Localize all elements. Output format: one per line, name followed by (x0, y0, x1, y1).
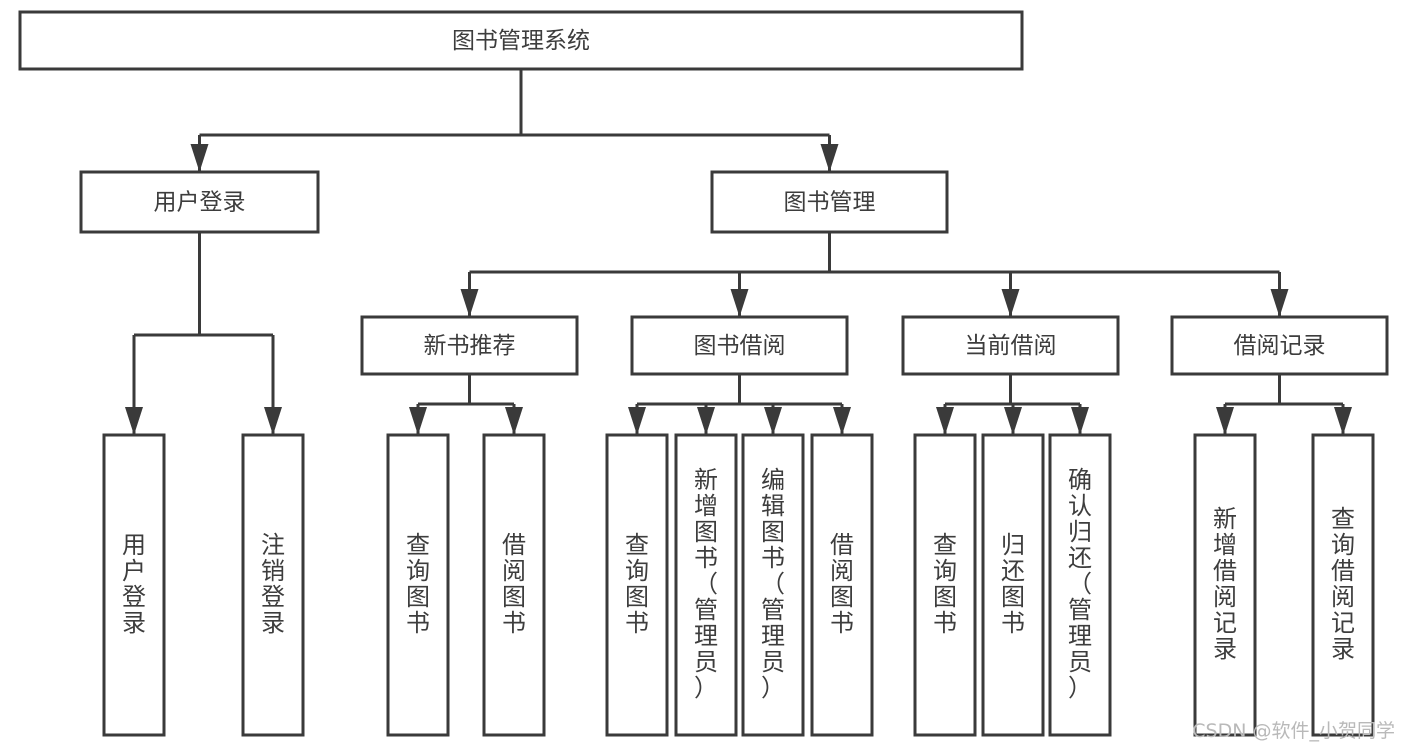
arrow-head-icon (1004, 407, 1022, 435)
edge-group-root (190, 69, 839, 172)
arrow-head-icon (697, 407, 715, 435)
node-box-leaf-borrow-borrow-book (810, 433, 874, 737)
node-box-leaf-rec-borrow-book (482, 433, 546, 737)
node-box-book-borrow (630, 315, 849, 376)
arrow-head-icon (628, 407, 646, 435)
node-box-leaf-borrow-edit-book (741, 433, 805, 737)
arrow-head-icon (764, 407, 782, 435)
arrow-head-icon (409, 407, 427, 435)
node-leaf-borrow-edit-book[interactable] (741, 433, 805, 737)
arrow-head-icon (820, 144, 839, 172)
node-box-leaf-borrow-query-book (605, 433, 669, 737)
node-root[interactable]: 图书管理系统 (18, 10, 1024, 71)
arrow-head-icon (833, 407, 851, 435)
arrow-head-icon (190, 144, 209, 172)
node-box-user-login (79, 170, 320, 234)
node-user-login[interactable]: 用户登录 (79, 170, 320, 234)
node-box-leaf-rec-query-record (1311, 433, 1375, 737)
node-leaf-rec-query-book[interactable] (386, 433, 450, 737)
node-box-borrow-record (1170, 315, 1389, 376)
edge-group-book-borrow (628, 374, 851, 435)
edge-group-book-manage (460, 232, 1289, 317)
node-box-leaf-rec-query-book (386, 433, 450, 737)
edge-group-current-borrow (936, 374, 1089, 435)
node-box-book-manage (710, 170, 949, 234)
node-new-book-rec[interactable]: 新书推荐 (360, 315, 579, 376)
arrow-head-icon (505, 407, 523, 435)
node-label-borrow-record: 借阅记录 (1234, 333, 1326, 359)
node-leaf-cur-query-book[interactable] (913, 433, 977, 737)
edges-layer (125, 69, 1352, 435)
node-current-borrow[interactable]: 当前借阅 (901, 315, 1120, 376)
node-box-leaf-borrow-add-book (674, 433, 738, 737)
arrow-head-icon (730, 289, 749, 317)
node-box-leaf-user-logout (241, 433, 305, 737)
arrow-head-icon (1334, 407, 1352, 435)
node-leaf-borrow-borrow-book[interactable] (810, 433, 874, 737)
node-leaf-rec-query-record[interactable] (1311, 433, 1375, 737)
arrow-head-icon (1001, 289, 1020, 317)
node-box-new-book-rec (360, 315, 579, 376)
node-box-root (18, 10, 1024, 71)
node-leaf-borrow-add-book[interactable] (674, 433, 738, 737)
node-box-leaf-cur-confirm-return (1048, 433, 1112, 737)
node-box-current-borrow (901, 315, 1120, 376)
node-label-current-borrow: 当前借阅 (965, 333, 1057, 359)
arrow-head-icon (1216, 407, 1234, 435)
node-leaf-rec-borrow-book[interactable] (482, 433, 546, 737)
node-label-new-book-rec: 新书推荐 (424, 333, 516, 359)
node-label-user-login: 用户登录 (154, 190, 246, 216)
arrow-head-icon (460, 289, 479, 317)
watermark-text: CSDN @软件_小贺同学 (1192, 720, 1395, 742)
arrow-head-icon (125, 407, 143, 435)
node-box-leaf-user-login (102, 433, 166, 737)
node-label-root: 图书管理系统 (452, 28, 590, 54)
node-label-book-manage: 图书管理 (784, 190, 876, 216)
node-book-borrow[interactable]: 图书借阅 (630, 315, 849, 376)
node-box-leaf-cur-query-book (913, 433, 977, 737)
node-box-leaf-cur-return-book (981, 433, 1045, 737)
edge-group-borrow-record (1216, 374, 1352, 435)
node-leaf-rec-add-record[interactable] (1193, 433, 1257, 737)
arrow-head-icon (1071, 407, 1089, 435)
arrow-head-icon (936, 407, 954, 435)
arrow-head-icon (1270, 289, 1289, 317)
arrow-head-icon (264, 407, 282, 435)
node-box-leaf-rec-add-record (1193, 433, 1257, 737)
edge-group-user-login (125, 232, 282, 435)
edge-group-new-book-rec (409, 374, 523, 435)
node-leaf-borrow-query-book[interactable] (605, 433, 669, 737)
node-leaf-user-logout[interactable] (241, 433, 305, 737)
node-leaf-user-login[interactable] (102, 433, 166, 737)
node-leaf-cur-confirm-return[interactable] (1048, 433, 1112, 737)
node-label-book-borrow: 图书借阅 (694, 333, 786, 359)
node-leaf-cur-return-book[interactable] (981, 433, 1045, 737)
node-borrow-record[interactable]: 借阅记录 (1170, 315, 1389, 376)
node-book-manage[interactable]: 图书管理 (710, 170, 949, 234)
